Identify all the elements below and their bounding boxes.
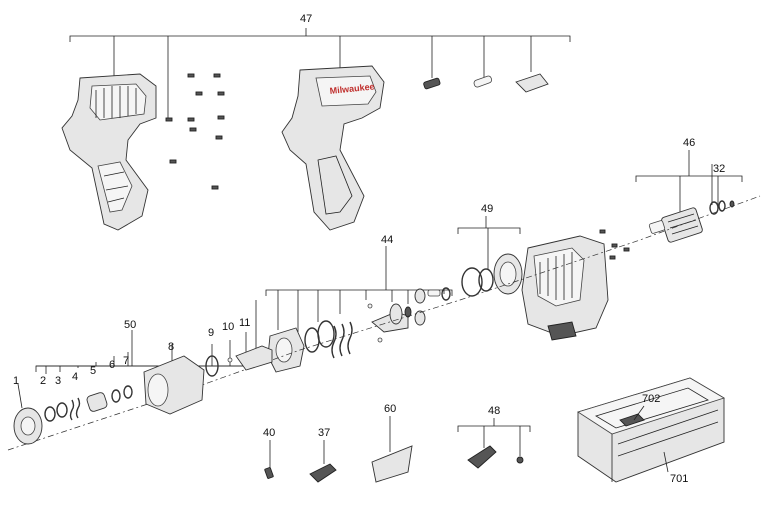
part-40 [264, 467, 274, 479]
callout-4: 4 [72, 371, 78, 383]
callout-11: 11 [239, 317, 250, 329]
callout-10: 10 [222, 321, 234, 333]
callout-702: 702 [642, 393, 660, 405]
callout-44: 44 [381, 234, 393, 246]
callout-47: 47 [300, 13, 312, 25]
left-housing-half [61, 73, 157, 231]
group-49-bracket [457, 216, 521, 270]
callout-32: 32 [713, 163, 725, 175]
group-48-bracket [457, 418, 531, 456]
group-46-bracket [635, 150, 743, 215]
callout-7: 7 [123, 355, 129, 367]
motor-housing [521, 229, 630, 341]
callout-49: 49 [481, 203, 493, 215]
callout-9: 9 [208, 327, 214, 339]
part-48-screw [516, 456, 524, 464]
carry-case [577, 377, 725, 483]
group-50-bracket [35, 300, 257, 374]
nameplate-parts [423, 73, 549, 93]
callout-60: 60 [384, 403, 396, 415]
front-parts [13, 345, 273, 445]
callout-8: 8 [168, 341, 174, 353]
callout-1: 1 [13, 375, 19, 387]
callout-48: 48 [488, 405, 500, 417]
callout-701: 701 [670, 473, 688, 485]
callout-6: 6 [109, 359, 115, 371]
callout-37: 37 [318, 427, 330, 439]
housing-logo-text: Milwaukee [329, 81, 375, 96]
motor-parts [461, 253, 523, 297]
right-housing-half: Milwaukee [281, 65, 385, 231]
callout-5: 5 [90, 365, 96, 377]
group-44-bracket [265, 246, 453, 332]
hammer-mechanism [267, 287, 451, 373]
housing-screws [165, 73, 225, 190]
part-60-label [371, 445, 413, 483]
part-37 [309, 463, 337, 483]
callout-46: 46 [683, 137, 695, 149]
callout-3: 3 [55, 375, 61, 387]
motor-rotor [648, 200, 735, 243]
callout-50: 50 [124, 319, 136, 331]
callout-40: 40 [263, 427, 275, 439]
assembly-axis [7, 195, 761, 451]
callout-2: 2 [40, 375, 46, 387]
group-47-bracket [69, 28, 571, 118]
part-48-clip [467, 445, 497, 469]
